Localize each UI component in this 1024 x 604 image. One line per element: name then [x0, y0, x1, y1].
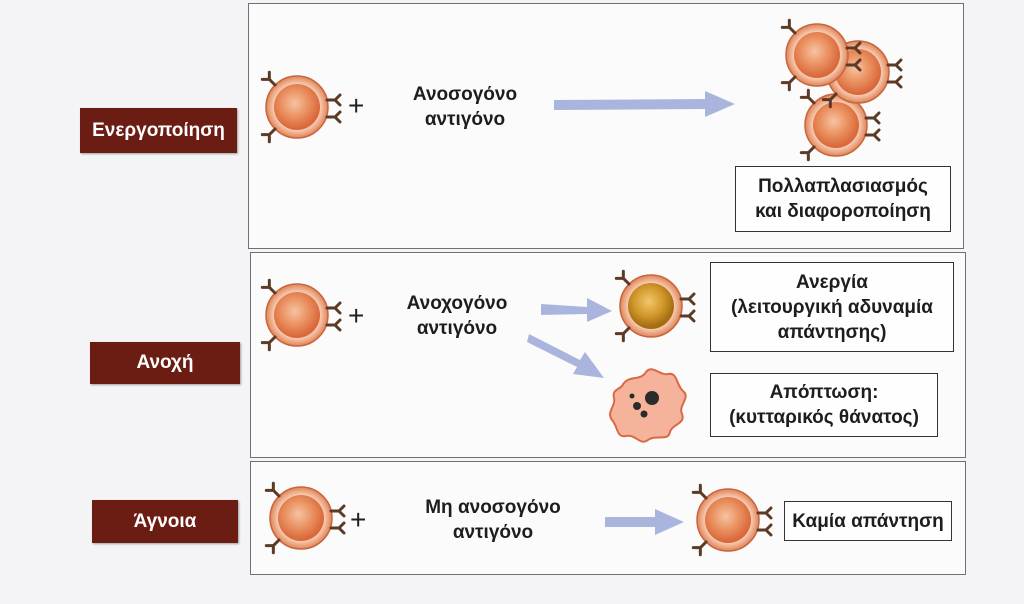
antigen-line: αντιγόνο	[416, 318, 498, 339]
result-apoptosis: Απόπτωση: (κυτταρικός θάνατος)	[710, 373, 938, 437]
antigen-label-immunogenic: Ανοσογόνο αντιγόνο	[400, 82, 530, 132]
arrow-icon	[527, 334, 604, 378]
antigen-label-tolerogenic: Ανοχογόνο αντιγόνο	[392, 291, 522, 341]
result-line: Καμία απάντηση	[792, 510, 944, 532]
result-line: Πολλαπλασιασμός	[758, 176, 928, 197]
result-line: Ανεργία	[796, 271, 868, 293]
row-label-ignorance: Άγνοια	[92, 500, 238, 543]
result-anergy: Ανεργία (λειτουργική αδυναμία απάντησης)	[710, 262, 954, 352]
plus-sign: +	[348, 300, 365, 331]
antigen-line: Μη ανοσογόνο	[425, 497, 561, 518]
result-line: και διαφοροποίηση	[755, 201, 931, 222]
t-cell-icon	[266, 483, 344, 552]
antigen-line: Ανοχογόνο	[406, 293, 508, 314]
proliferating-cells-icon	[782, 20, 901, 159]
arrow-icon	[554, 91, 735, 117]
arrow-icon	[541, 298, 612, 322]
anergic-cell-icon	[616, 271, 694, 340]
apoptotic-cell-icon	[609, 368, 687, 443]
result-line: (κυτταρικός θάνατος)	[729, 407, 919, 428]
arrow-icon	[605, 509, 684, 535]
t-cell-icon	[262, 280, 340, 349]
result-line: (λειτουργική αδυναμία	[731, 296, 933, 318]
t-cell-icon	[262, 72, 340, 141]
antigen-line: Ανοσογόνο	[412, 84, 518, 105]
row-label-tolerance: Ανοχή	[90, 342, 240, 384]
plus-sign: +	[350, 504, 367, 535]
result-no-response: Καμία απάντηση	[784, 501, 952, 541]
antigen-line: αντιγόνο	[424, 109, 506, 130]
antigen-line: αντιγόνο	[452, 522, 534, 543]
plus-sign: +	[348, 90, 365, 121]
row-label-activation: Ενεργοποίηση	[80, 108, 237, 153]
antigen-label-non-immunogenic: Μη ανοσογόνο αντιγόνο	[418, 495, 568, 545]
result-proliferation: Πολλαπλασιασμός και διαφοροποίηση	[735, 166, 951, 232]
result-line: απάντησης)	[777, 321, 887, 343]
result-line: Απόπτωση:	[769, 382, 879, 403]
t-cell-icon	[693, 485, 771, 554]
